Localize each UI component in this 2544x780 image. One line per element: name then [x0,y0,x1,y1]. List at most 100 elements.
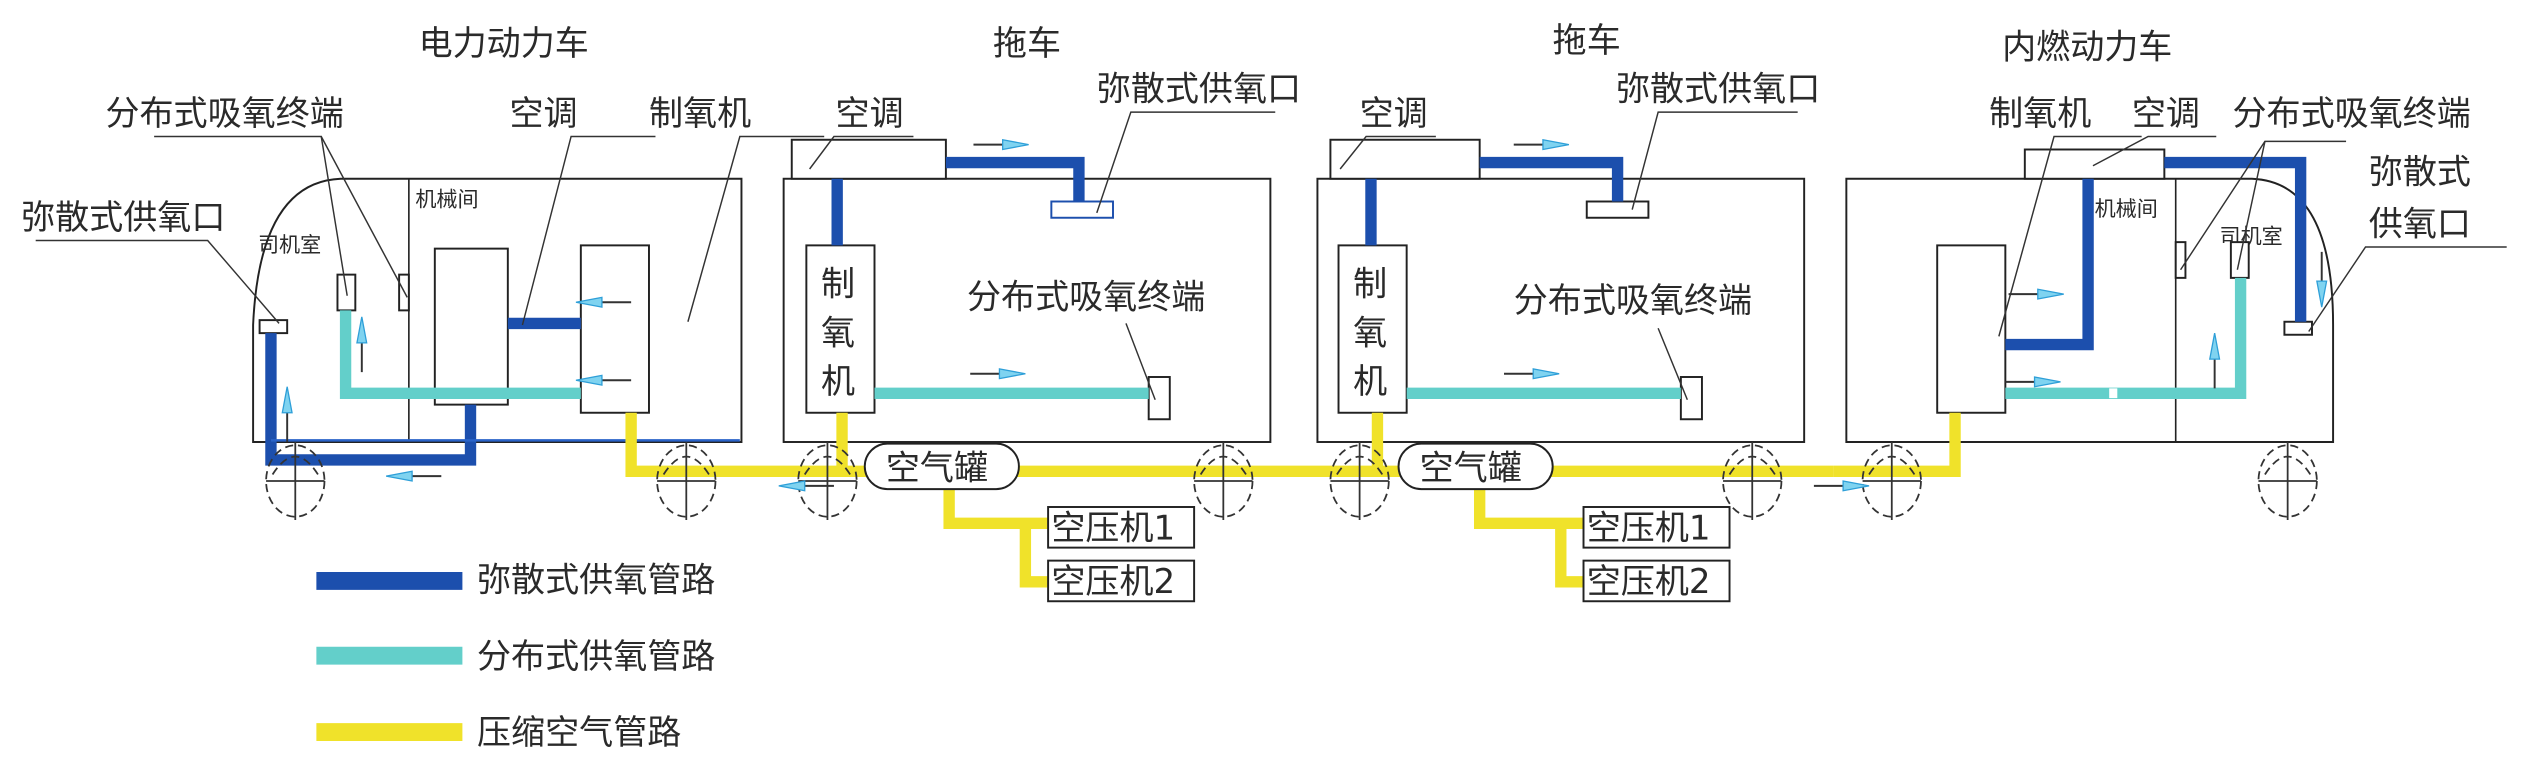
distributed-terminal [1679,376,1703,421]
machine-room-label: 机械间 [415,186,478,211]
flow-arrows [281,138,2328,492]
legend-swatch-diffuse [316,572,463,590]
air-compressor-1 [1047,506,1196,549]
label-diffuse-outlet-line1: 弥散式 [2369,153,2471,193]
compressor-1-label: 空压机1 [1587,508,1711,548]
legend: 弥散式供氧管路 分布式供氧管路 压缩空气管路 [316,560,715,753]
oxygen-generator-unit [1936,244,2007,414]
air-tank [1397,442,1554,491]
machine-room-label: 机械间 [2095,196,2158,221]
wheels [265,442,2318,520]
label-diffuse-outlet: 弥散式供氧口 [21,198,225,238]
wheel-icon [797,442,858,520]
legend-swatch-compressed-air [316,723,463,741]
diffuse-outlet [2283,320,2313,336]
legend-item-compressed-air: 压缩空气管路 [316,713,681,753]
flow-arrow-icon [2208,333,2221,389]
diffuse-outlet [1585,200,1650,219]
leader-line [1125,323,1156,401]
flow-arrow-icon [778,480,834,492]
air-conditioner-unit [790,138,947,180]
wheel-icon [2257,442,2318,520]
diffuse-pipe [2164,156,2307,322]
car-title-electric: 电力动力车 [419,24,589,64]
compressor-2-label: 空压机2 [1587,562,1711,602]
leader-line [521,135,656,326]
diffuse-pipe [1479,156,1624,202]
flow-arrow-icon [970,368,1026,380]
wheel-icon [1722,442,1783,520]
leader-line [1339,135,1436,170]
air-conditioner-unit [1329,138,1481,180]
diffuse-outlet [1050,200,1114,219]
diffuse-pipe [2005,178,2094,351]
leader-line [809,135,914,170]
wheel-icon [265,442,326,520]
diffuse-outlet [258,319,289,335]
label-distributed-terminal: 分布式吸氧终端 [1514,281,1752,321]
label-air-conditioner: 空调 [836,94,904,134]
leader-line [2092,135,2217,167]
oxygen-generator-char: 氧 [1353,313,1387,353]
flow-arrow-icon [1504,368,1560,380]
wheel-icon [1329,442,1390,520]
legend-swatch-distributed [316,646,463,665]
air-conditioner-unit [433,247,509,406]
legend-label-diffuse: 弥散式供氧管路 [477,560,715,600]
compressed-air-pipe [943,487,1049,529]
air-compressor-2 [1047,559,1196,603]
oxygen-generator-unit [1337,244,1408,414]
distributed-terminal [1147,376,1171,421]
leader-line [320,136,408,298]
oxygen-generator-char: 制 [821,265,855,305]
compressed-air-pipe [1473,487,1584,529]
car-diesel-power: 内燃动力车 机械间 司机室 制氧机 空调 分布式吸氧终端 弥散式 供氧口 [1833,27,2507,477]
car-trailer-1: 拖车 制 氧 机 空调 弥散式供氧口 分布式吸氧终端 [782,24,1301,472]
leader-line [687,135,825,322]
driver-cab-label: 司机室 [2220,224,2283,249]
oxygen-generator-char: 制 [1353,265,1387,305]
compressor-1-label: 空压机1 [1051,508,1175,548]
flow-arrow-icon [356,316,368,373]
label-air-conditioner: 空调 [509,94,577,134]
air-tank-label: 空气罐 [886,448,988,488]
flow-arrow-icon [2316,251,2328,308]
distributed-terminal [2174,241,2187,279]
flow-arrow-icon [973,138,1029,151]
distributed-pipe [2005,277,2247,399]
car-title-diesel: 内燃动力车 [2002,27,2172,67]
diffuse-pipe [265,333,477,466]
compressed-air-pipe [1555,523,1584,588]
compressed-air-pipe [1019,523,1049,588]
driver-cab-label: 司机室 [258,232,321,257]
flow-arrow-icon [281,386,293,442]
flow-arrow-icon [1813,480,1870,492]
flow-arrow-icon [386,470,442,482]
air-compressor-1 [1582,506,1731,549]
air-tank-group-2: 空气罐 空压机1 空压机2 [1397,442,1731,603]
label-oxygen-generator: 制氧机 [649,94,751,134]
legend-item-diffuse: 弥散式供氧管路 [316,560,715,601]
legend-label-distributed: 分布式供氧管路 [477,637,715,677]
flow-arrow-icon [1513,138,1570,151]
label-air-conditioner: 空调 [1360,94,1428,134]
label-diffuse-outlet: 弥散式供氧口 [1097,70,1301,110]
pipe-joint [2109,388,2118,399]
air-compressor-2 [1582,559,1731,603]
label-diffuse-outlet: 弥散式供氧口 [1616,70,1820,110]
leader-line [2236,141,2266,270]
diffuse-pipe [945,156,1085,202]
leader-line [2308,246,2507,332]
flow-arrow-icon [575,374,632,386]
label-distributed-terminal: 分布式吸氧终端 [967,278,1205,318]
label-air-conditioner: 空调 [2132,94,2200,134]
label-oxygen-generator: 制氧机 [1989,94,2091,134]
leader-line [1657,327,1689,401]
leader-line [1096,111,1276,214]
car-electric-power: 电力动力车 机械间 司机室 分布式吸氧终端 弥散式供氧口 空调 制氧机 [21,24,844,477]
label-distributed-terminal: 分布式吸氧终端 [2232,94,2470,134]
oxygen-generator-unit [579,244,650,414]
compressed-air-pipe [1833,412,1961,477]
car-title-trailer: 拖车 [1553,21,1621,61]
